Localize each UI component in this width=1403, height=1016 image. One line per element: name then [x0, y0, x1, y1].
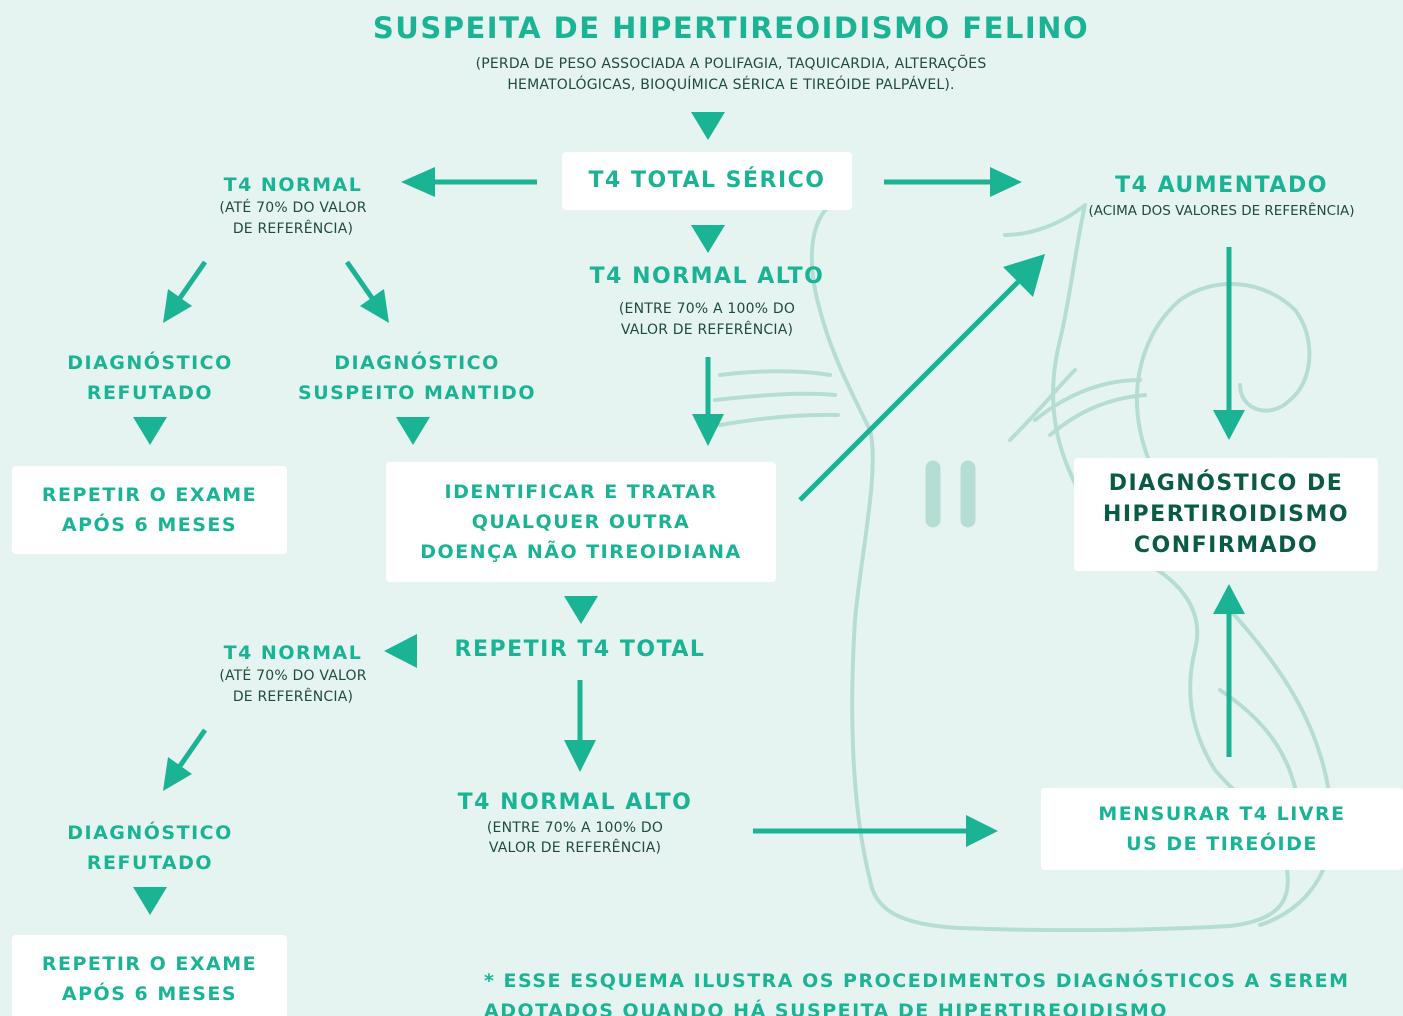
diagnostico-confirmado-label: DIAGNÓSTICO DE HIPERTIROIDISMO CONFIRMAD…	[1103, 468, 1349, 561]
triangle-down-icon	[133, 417, 167, 445]
diagram-title: SUSPEITA DE HIPERTIREOIDISMO FELINO	[372, 11, 1090, 45]
label-line: DIAGNÓSTICO DE	[1108, 471, 1344, 496]
t4-aumentado-title: T4 AUMENTADO	[1115, 173, 1328, 198]
mensurar-t4-livre-box: MENSURAR T4 LIVRE US DE TIREÓIDE	[1041, 788, 1403, 870]
t4-normal-alto-title-2: T4 NORMAL ALTO	[457, 790, 693, 815]
note-line: VALOR DE REFERÊNCIA)	[620, 322, 794, 338]
label-line: US DE TIREÓIDE	[1126, 833, 1318, 855]
arrow-down-left-icon	[163, 289, 192, 323]
subtitle-line: HEMATOLÓGICAS, BIOQUÍMICA SÉRICA E TIREÓ…	[507, 77, 955, 93]
arrow-down-right-icon	[360, 289, 389, 323]
arrow-down-left-icon	[163, 757, 192, 791]
t4-normal-alto-note-2: (ENTRE 70% A 100% DO VALOR DE REFERÊNCIA…	[420, 818, 730, 858]
note-line: VALOR DE REFERÊNCIA)	[488, 840, 662, 856]
t4-normal-node-2: T4 NORMAL (ATÉ 70% DO VALOR DE REFERÊNCI…	[193, 640, 393, 708]
arrow-right-icon	[990, 167, 1022, 197]
mensurar-t4-livre-label: MENSURAR T4 LIVRE US DE TIREÓIDE	[1098, 799, 1345, 859]
label-line: DIAGNÓSTICO	[334, 352, 500, 374]
t4-total-serico-box: T4 TOTAL SÉRICO	[562, 152, 852, 210]
arrow-up-right-icon	[1003, 254, 1045, 297]
note-line: DE REFERÊNCIA)	[232, 221, 354, 237]
diagnostico-refutado-node-2: DIAGNÓSTICO REFUTADO	[40, 818, 260, 878]
diagnostico-suspeito-node: DIAGNÓSTICO SUSPEITO MANTIDO	[277, 348, 557, 408]
triangle-down-icon	[564, 596, 598, 624]
arrow-line	[177, 260, 208, 300]
subtitle-line: (PERDA DE PESO ASSOCIADA A POLIFAGIA, TA…	[475, 56, 987, 72]
arrow-line	[344, 260, 375, 300]
label-line: SUSPEITO MANTIDO	[298, 382, 536, 404]
repetir-exame-box-2: REPETIR O EXAME APÓS 6 MESES	[12, 935, 287, 1016]
arrow-left-icon	[401, 167, 435, 197]
note-line: (ATÉ 70% DO VALOR	[219, 200, 367, 216]
arrow-down-icon	[564, 740, 596, 772]
label-line: DOENÇA NÃO TIREOIDIANA	[420, 541, 742, 563]
arrow-left-icon	[384, 634, 417, 668]
diagram-subtitle: (PERDA DE PESO ASSOCIADA A POLIFAGIA, TA…	[381, 54, 1081, 96]
label-line: CONFIRMADO	[1133, 533, 1319, 558]
cat-eyes	[925, 460, 976, 528]
note-line: (ENTRE 70% A 100% DO	[486, 820, 664, 836]
diagnostico-confirmado-box: DIAGNÓSTICO DE HIPERTIROIDISMO CONFIRMAD…	[1074, 458, 1378, 571]
identificar-tratar-label: IDENTIFICAR E TRATAR QUALQUER OUTRA DOEN…	[420, 477, 741, 567]
label-line: DIAGNÓSTICO	[67, 352, 233, 374]
t4-normal-title: T4 NORMAL	[223, 174, 363, 196]
triangle-down-icon	[691, 225, 725, 253]
label-line: MENSURAR T4 LIVRE	[1098, 803, 1346, 825]
label-line: REPETIR O EXAME	[41, 953, 258, 975]
label-line: REFUTADO	[86, 852, 214, 874]
t4-normal-alto-note: (ENTRE 70% A 100% DO VALOR DE REFERÊNCIA…	[552, 299, 862, 341]
repetir-exame-label-2: REPETIR O EXAME APÓS 6 MESES	[42, 949, 257, 1009]
t4-normal-node: T4 NORMAL (ATÉ 70% DO VALOR DE REFERÊNCI…	[193, 172, 393, 240]
label-line: DIAGNÓSTICO	[67, 822, 233, 844]
repetir-t4-total-label: REPETIR T4 TOTAL	[454, 637, 706, 662]
note-line: (ATÉ 70% DO VALOR	[219, 668, 367, 684]
t4-normal-note-2: (ATÉ 70% DO VALOR DE REFERÊNCIA)	[193, 666, 393, 708]
diagnostico-refutado-node: DIAGNÓSTICO REFUTADO	[40, 348, 260, 408]
cat-silhouette	[713, 198, 1335, 933]
t4-total-serico-label: T4 TOTAL SÉRICO	[588, 168, 826, 193]
label-line: QUALQUER OUTRA	[471, 511, 691, 533]
label-line: REPETIR O EXAME	[41, 484, 258, 506]
note-line: (ENTRE 70% A 100% DO	[618, 301, 796, 317]
arrow-down-icon	[692, 414, 724, 446]
t4-normal-alto-node-2: T4 NORMAL ALTO (ENTRE 70% A 100% DO VALO…	[420, 788, 730, 858]
t4-normal-title-2: T4 NORMAL	[223, 642, 363, 664]
arrows	[133, 112, 1245, 915]
t4-aumentado-note: (ACIMA DOS VALORES DE REFERÊNCIA)	[1088, 203, 1355, 219]
arrow-down-icon	[1213, 410, 1245, 440]
triangle-down-icon	[691, 112, 725, 140]
identificar-tratar-box: IDENTIFICAR E TRATAR QUALQUER OUTRA DOEN…	[386, 462, 776, 582]
footnote: * ESSE ESQUEMA ILUSTRA OS PROCEDIMENTOS …	[484, 966, 1403, 1016]
repetir-exame-box: REPETIR O EXAME APÓS 6 MESES	[12, 466, 287, 554]
label-line: HIPERTIROIDISMO	[1102, 502, 1350, 527]
arrow-right-icon	[966, 815, 998, 847]
t4-normal-alto-node: T4 NORMAL ALTO (ENTRE 70% A 100% DO VALO…	[552, 262, 862, 341]
footnote-line: ADOTADOS QUANDO HÁ SUSPEITA DE HIPERTIRE…	[484, 1000, 1168, 1016]
footnote-line: * ESSE ESQUEMA ILUSTRA OS PROCEDIMENTOS …	[484, 970, 1350, 992]
label-line: IDENTIFICAR E TRATAR	[444, 481, 718, 503]
arrow-up-icon	[1213, 584, 1245, 614]
footnote-clip: * ESSE ESQUEMA ILUSTRA OS PROCEDIMENTOS …	[484, 966, 1403, 1016]
label-line: APÓS 6 MESES	[61, 983, 238, 1005]
t4-aumentado-node: T4 AUMENTADO (ACIMA DOS VALORES DE REFER…	[1040, 171, 1403, 222]
label-line: REFUTADO	[86, 382, 214, 404]
triangle-down-icon	[133, 887, 167, 915]
repetir-exame-label: REPETIR O EXAME APÓS 6 MESES	[42, 480, 257, 540]
t4-normal-note: (ATÉ 70% DO VALOR DE REFERÊNCIA)	[193, 198, 393, 240]
arrow-line	[798, 280, 1020, 502]
t4-normal-alto-title: T4 NORMAL ALTO	[589, 264, 825, 289]
triangle-down-icon	[396, 417, 430, 445]
label-line: APÓS 6 MESES	[61, 514, 238, 536]
arrow-line	[177, 728, 208, 768]
note-line: DE REFERÊNCIA)	[232, 689, 354, 705]
